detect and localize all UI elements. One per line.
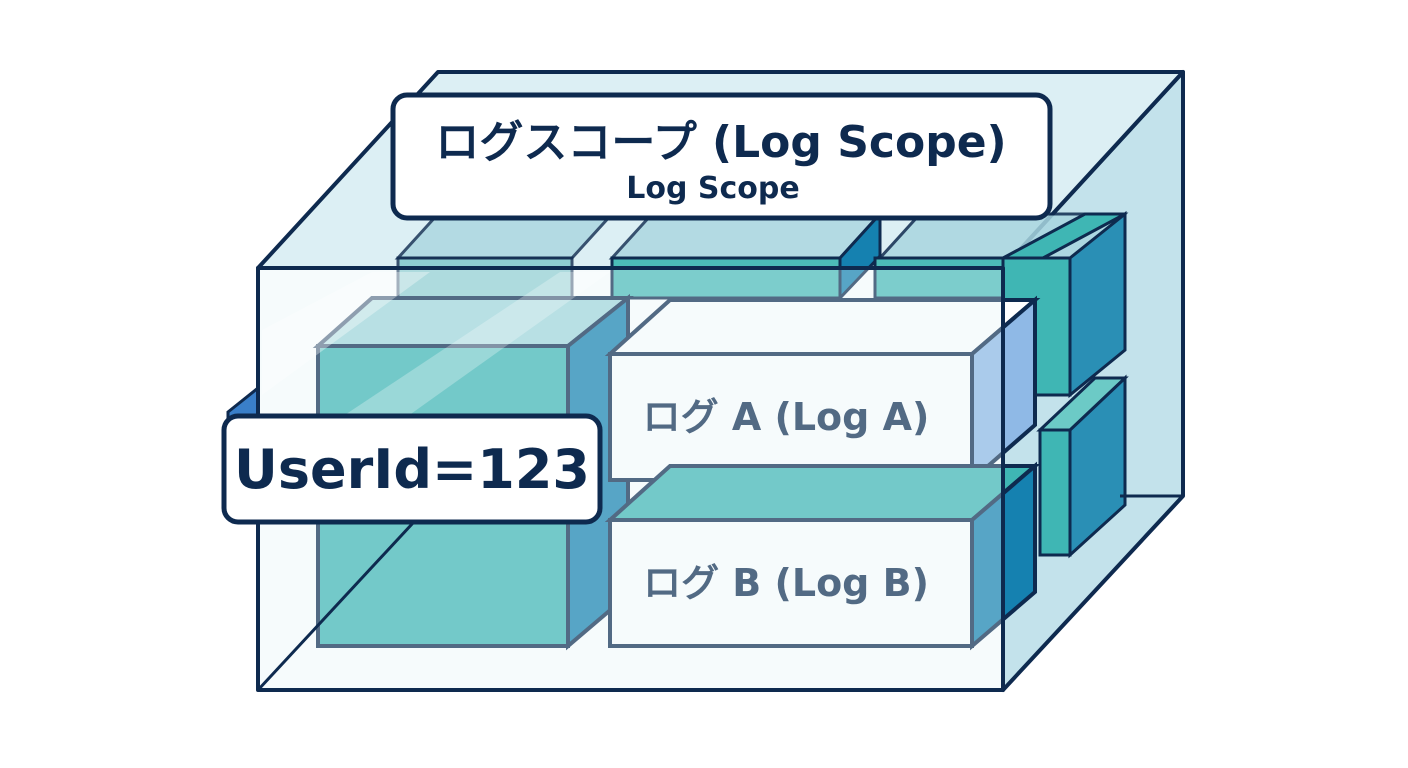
log-a-front xyxy=(608,352,974,482)
scope-label: ログスコープ (Log Scope) Log Scope xyxy=(390,92,1053,221)
log-a-block: ログ A (Log A) xyxy=(604,295,1041,485)
scope-title: ログスコープ (Log Scope) xyxy=(435,117,1006,168)
glass-reflection-1 xyxy=(262,272,430,395)
scope-label-box xyxy=(390,92,1053,221)
log-a-label: ログ A (Log A) xyxy=(643,395,930,439)
user-id-label-text: UserId=123 xyxy=(234,438,590,501)
back-cube-mid-top xyxy=(608,212,884,260)
log-b-label: ログ B (Log B) xyxy=(643,561,929,605)
user-id-label: UserId=123 xyxy=(221,413,603,525)
scope-subtitle: Log Scope xyxy=(626,171,799,206)
back-cube-mid-front xyxy=(610,256,842,300)
right-cube-lower-top xyxy=(1036,376,1129,432)
back-cube-left-top xyxy=(394,212,616,260)
right-cube-lower-front xyxy=(1038,428,1072,557)
glass-edge-bottom-left xyxy=(256,494,440,692)
back-cube-right-front xyxy=(873,256,1007,300)
user-id-label-box xyxy=(221,413,603,525)
right-cube-upper-side xyxy=(1068,210,1127,399)
back-cube-left-front xyxy=(396,256,574,300)
log-b-front xyxy=(608,518,974,648)
log-b-block: ログ B (Log B) xyxy=(604,461,1041,651)
